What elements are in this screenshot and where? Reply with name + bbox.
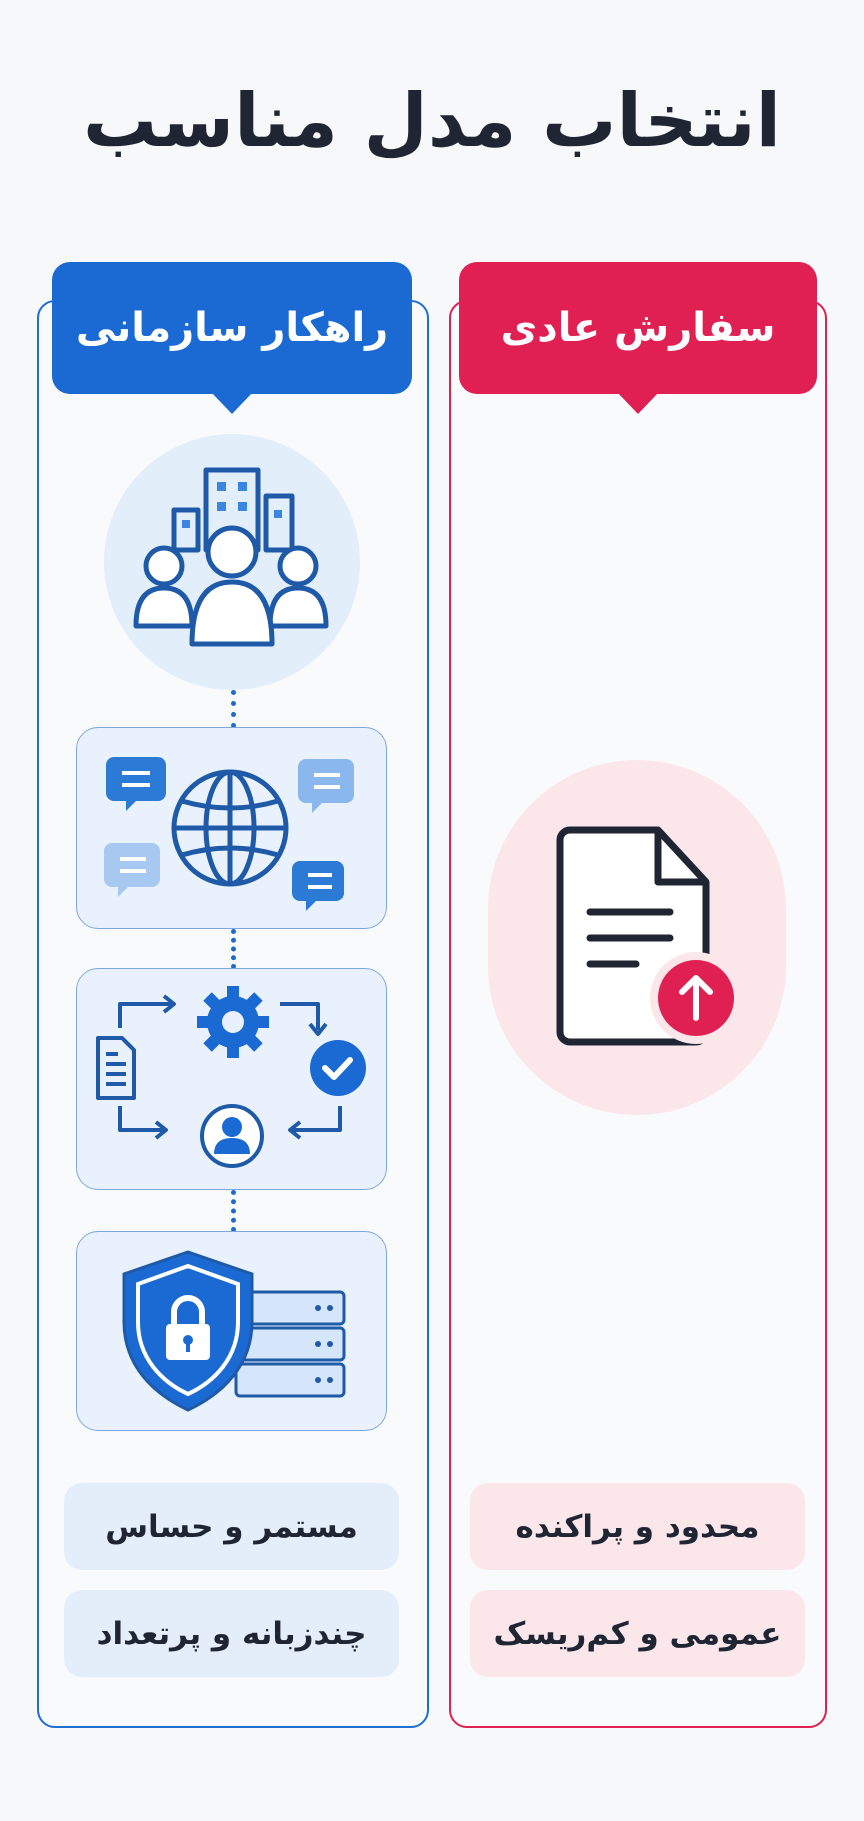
enterprise-feature-2: چندزبانه و پرتعداد (64, 1590, 399, 1677)
regular-feature-1: محدود و پراکنده (470, 1483, 805, 1570)
regular-feature-2-label: عمومی و کم‌ریسک (493, 1615, 782, 1652)
enterprise-feature-1-label: مستمر و حساس (105, 1508, 358, 1545)
secure-server-icon (122, 1250, 346, 1412)
enterprise-feature-2-label: چندزبانه و پرتعداد (96, 1615, 367, 1652)
connector-1 (231, 690, 236, 728)
regular-header-label: سفارش عادی (500, 305, 776, 351)
enterprise-header: راهکار سازمانی (52, 262, 412, 414)
globe-chat-icon (104, 757, 354, 911)
connector-3 (231, 1190, 236, 1232)
team-building-icon (133, 467, 329, 647)
connector-2 (231, 929, 236, 969)
page-title: انتخاب مدل مناسب (82, 78, 782, 164)
regular-feature-1-label: محدود و پراکنده (515, 1508, 760, 1545)
regular-feature-2: عمومی و کم‌ریسک (470, 1590, 805, 1677)
enterprise-feature-1: مستمر و حساس (64, 1483, 399, 1570)
document-upload-icon (556, 826, 742, 1046)
regular-header: سفارش عادی (459, 262, 817, 414)
enterprise-header-label: راهکار سازمانی (75, 305, 389, 351)
workflow-cycle-icon (96, 986, 366, 1168)
